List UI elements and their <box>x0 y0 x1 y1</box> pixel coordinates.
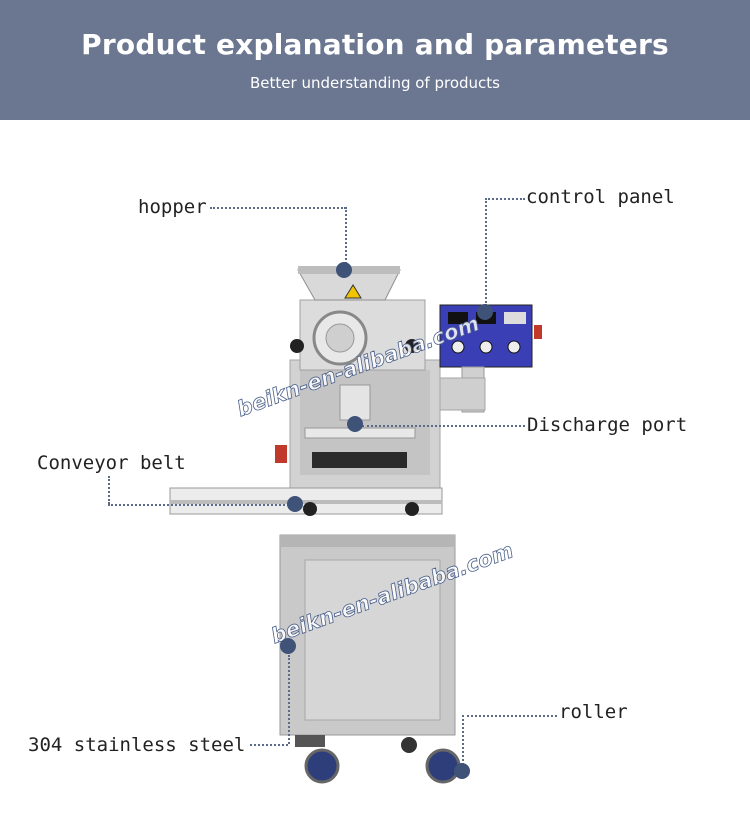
label-roller: roller <box>559 701 628 723</box>
warning-icon <box>344 284 362 299</box>
label-stainless-steel: 304 stainless steel <box>28 734 246 756</box>
conveyor-belt-marker <box>287 496 303 512</box>
left-knob-icon <box>290 339 304 353</box>
emergency-stop-icon <box>275 445 287 463</box>
header-banner: Product explanation and parameters Bette… <box>0 0 750 120</box>
discharge-port-marker <box>347 416 363 432</box>
label-discharge-port: Discharge port <box>527 414 688 436</box>
right-knob-icon <box>405 339 419 353</box>
label-conveyor-belt: Conveyor belt <box>37 452 186 474</box>
roller-marker <box>454 763 470 779</box>
control-panel-marker <box>477 304 493 320</box>
page-title: Product explanation and parameters <box>81 28 669 61</box>
hopper-marker <box>336 262 352 278</box>
cabinet-door <box>304 559 441 721</box>
label-control-panel: control panel <box>526 186 675 208</box>
wheel-left-icon <box>304 748 340 784</box>
stainless-steel-marker <box>280 638 296 654</box>
label-hopper: hopper <box>138 196 207 218</box>
cutting-plate <box>312 452 407 468</box>
page-subtitle: Better understanding of products <box>250 74 500 92</box>
